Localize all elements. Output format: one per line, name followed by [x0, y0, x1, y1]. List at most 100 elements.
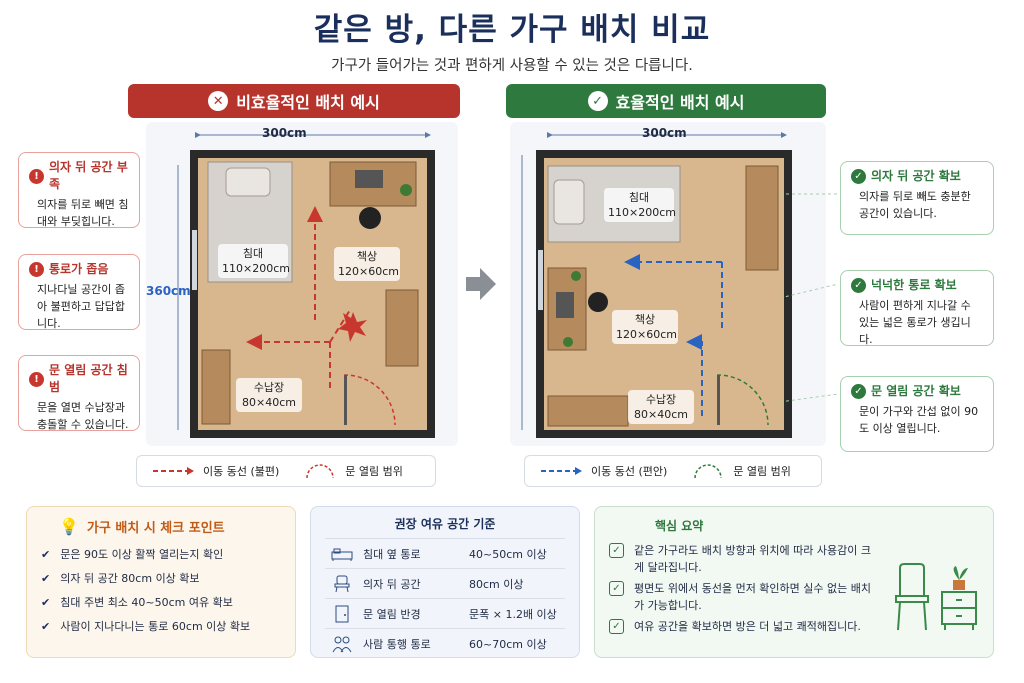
bad-pillow [225, 167, 271, 197]
good-callout-aisle: ✓넉넉한 통로 확보 사람이 편하게 지나갈 수 있는 넓은 통로가 생깁니다. [840, 270, 994, 346]
bad-height-label: 360cm [146, 284, 191, 298]
checklist-item-text: 의자 뒤 공간 80cm 이상 확보 [60, 572, 200, 585]
table-row: 의자 뒤 공간 80cm 이상 [325, 568, 565, 598]
standard-value: 40~50cm 이상 [469, 547, 547, 561]
standards-title: 권장 여유 공간 기준 [394, 517, 496, 531]
standards-panel: 권장 여유 공간 기준 침대 옆 통로 40~50cm 이상 의자 뒤 공간 8… [310, 506, 580, 658]
page-subtitle: 가구가 들어가는 것과 편하게 사용할 수 있는 것은 다릅니다. [331, 58, 693, 74]
bad-legend: 이동 동선 (불편) 문 열림 범위 [136, 455, 436, 487]
bad-desk-size: 120×60cm [338, 265, 399, 278]
good-callout-title: 의자 뒤 공간 확보 [871, 169, 961, 183]
good-storage-label: 수납장 80×40cm [628, 390, 694, 424]
standard-label: 침대 옆 통로 [363, 547, 421, 561]
bad-side-cabinet [385, 289, 419, 367]
good-desk-label: 책상 120×60cm [612, 310, 678, 344]
warning-icon: ! [29, 168, 44, 184]
good-callout-door: ✓ 문 열림 공간 확보 문이 가구와 간섭 없이 90도 이상 열립니다. [840, 376, 994, 452]
check-icon: ✓ [851, 278, 866, 293]
good-layout-banner: ✓ 효율적인 배치 예시 [506, 84, 826, 118]
check-icon: ✓ [851, 169, 866, 184]
bad-layout-banner-label: 비효율적인 배치 예시 [236, 93, 380, 112]
good-bed-name: 침대 [628, 191, 650, 204]
bad-callout-text: 지나다닐 공간이 좁아 불편하고 답답합니다. [37, 283, 125, 330]
summary-item-text: 평면도 위에서 동선을 먼저 확인하면 실수 없는 배치가 가능합니다. [634, 582, 871, 612]
checklist-item-text: 침대 주변 최소 40~50cm 여유 확보 [60, 596, 233, 609]
checklist-item-text: 문은 90도 이상 활짝 열리는지 확인 [60, 548, 224, 561]
checkmark-icon: ✔ [41, 619, 51, 633]
people-icon [332, 636, 352, 652]
checklist-item: ✔ 사람이 지나다니는 통로 60cm 이상 확보 [41, 614, 281, 638]
checkbox-icon: ✓ [609, 619, 624, 634]
bad-callout-text: 의자를 뒤로 빼면 침대와 부딪힙니다. [37, 198, 129, 228]
standard-value: 80cm 이상 [469, 577, 524, 591]
bad-window [192, 230, 197, 290]
standard-label: 사람 통행 통로 [363, 637, 431, 651]
checklist-item-text: 사람이 지나다니는 통로 60cm 이상 확보 [60, 620, 251, 633]
good-desk-name: 책상 [634, 313, 656, 326]
summary-panel: 핵심 요약 ✓ 같은 가구라도 배치 방향과 위치에 따라 사용감이 크게 달라집… [594, 506, 994, 658]
bad-callout-text: 문을 열면 수납장과 충돌할 수 있습니다. [37, 401, 129, 431]
door-arc-icon [306, 464, 335, 479]
bad-floor-plan [177, 132, 435, 438]
table-row: 침대 옆 통로 40~50cm 이상 [325, 538, 565, 568]
table-row: 사람 통행 통로 60~70cm 이상 [325, 628, 565, 658]
good-callout-text: 문이 가구와 간섭 없이 90도 이상 열립니다. [859, 405, 979, 435]
dashed-arrow-icon [541, 467, 582, 475]
good-plant-icon [563, 337, 573, 347]
warning-icon: ! [29, 371, 44, 387]
page-title: 같은 방, 다른 가구 배치 비교 [313, 12, 711, 48]
collision-icon [338, 312, 367, 342]
good-bed-size: 110×200cm [608, 206, 676, 219]
summary-item: ✓ 여유 공간을 확보하면 방은 더 넓고 쾌적해집니다. [609, 618, 909, 635]
arrow-right-icon [466, 268, 496, 300]
good-layout-banner-label: 효율적인 배치 예시 [615, 93, 745, 112]
standard-label: 의자 뒤 공간 [363, 577, 421, 591]
bad-laptop-icon [355, 170, 383, 188]
bad-bed-name: 침대 [242, 247, 264, 260]
standard-value: 문폭 × 1.2배 이상 [469, 607, 557, 621]
good-callout-title: 넉넉한 통로 확보 [871, 278, 957, 292]
summary-item-text: 같은 가구라도 배치 방향과 위치에 따라 사용감이 크게 달라집니다. [634, 544, 871, 574]
bad-storage-label: 수납장 80×40cm [236, 378, 302, 412]
good-width-label: 300cm [642, 126, 687, 140]
check-icon: ✓ [851, 384, 866, 399]
summary-item-text: 여유 공간을 확보하면 방은 더 넓고 쾌적해집니다. [634, 620, 861, 633]
good-plant-icon [571, 271, 581, 281]
good-door [717, 375, 720, 425]
good-callout-title: 문 열림 공간 확보 [871, 384, 961, 398]
table-row: 문 열림 반경 문폭 × 1.2배 이상 [325, 598, 565, 628]
furniture-illustration-icon [895, 563, 977, 631]
good-wardrobe [745, 165, 779, 271]
bad-legend-path-label: 이동 동선 (불편) [203, 465, 280, 478]
good-callout-chair: ✓의자 뒤 공간 확보 의자를 뒤로 빼도 충분한 공간이 있습니다. [840, 161, 994, 235]
good-bed-label: 침대 110×200cm [604, 188, 676, 222]
lightbulb-icon: 💡 [59, 517, 79, 536]
checkmark-icon: ✔ [41, 571, 51, 585]
checklist-panel: 💡 가구 배치 시 체크 포인트 ✔문은 90도 이상 활짝 열리는지 확인 ✔… [26, 506, 296, 658]
bad-desk-name: 책상 [356, 250, 378, 263]
good-desk-size: 120×60cm [616, 328, 677, 341]
good-legend-door-label: 문 열림 범위 [733, 465, 791, 478]
bad-door-swing [344, 374, 396, 426]
good-legend-path-label: 이동 동선 (편안) [591, 465, 668, 478]
summary-title: 핵심 요약 [655, 519, 704, 533]
summary-item: ✓평면도 위에서 동선을 먼저 확인하면 실수 없는 배치가 가능합니다. [609, 580, 879, 614]
warning-icon: ! [29, 262, 44, 277]
good-laptop-icon [556, 292, 574, 318]
chair-icon [334, 575, 350, 592]
good-callout-leaders [780, 193, 839, 403]
bad-storage-name: 수납장 [253, 381, 285, 394]
checkbox-icon: ✓ [609, 543, 624, 558]
checklist-item: ✔문은 90도 이상 활짝 열리는지 확인 [41, 542, 281, 566]
good-storage-name: 수납장 [645, 393, 677, 406]
bad-storage-size: 80×40cm [242, 396, 296, 409]
good-storage-size: 80×40cm [634, 408, 688, 421]
checklist-item: ✔ 의자 뒤 공간 80cm 이상 확보 [41, 566, 281, 590]
standard-value: 60~70cm 이상 [469, 637, 547, 651]
x-circle-icon: ✕ [208, 91, 229, 111]
bad-chair-icon [359, 207, 381, 229]
good-door-swing [717, 374, 769, 426]
check-circle-icon: ✓ [587, 91, 608, 111]
bad-layout-banner: ✕ 비효율적인 배치 예시 [128, 84, 460, 118]
